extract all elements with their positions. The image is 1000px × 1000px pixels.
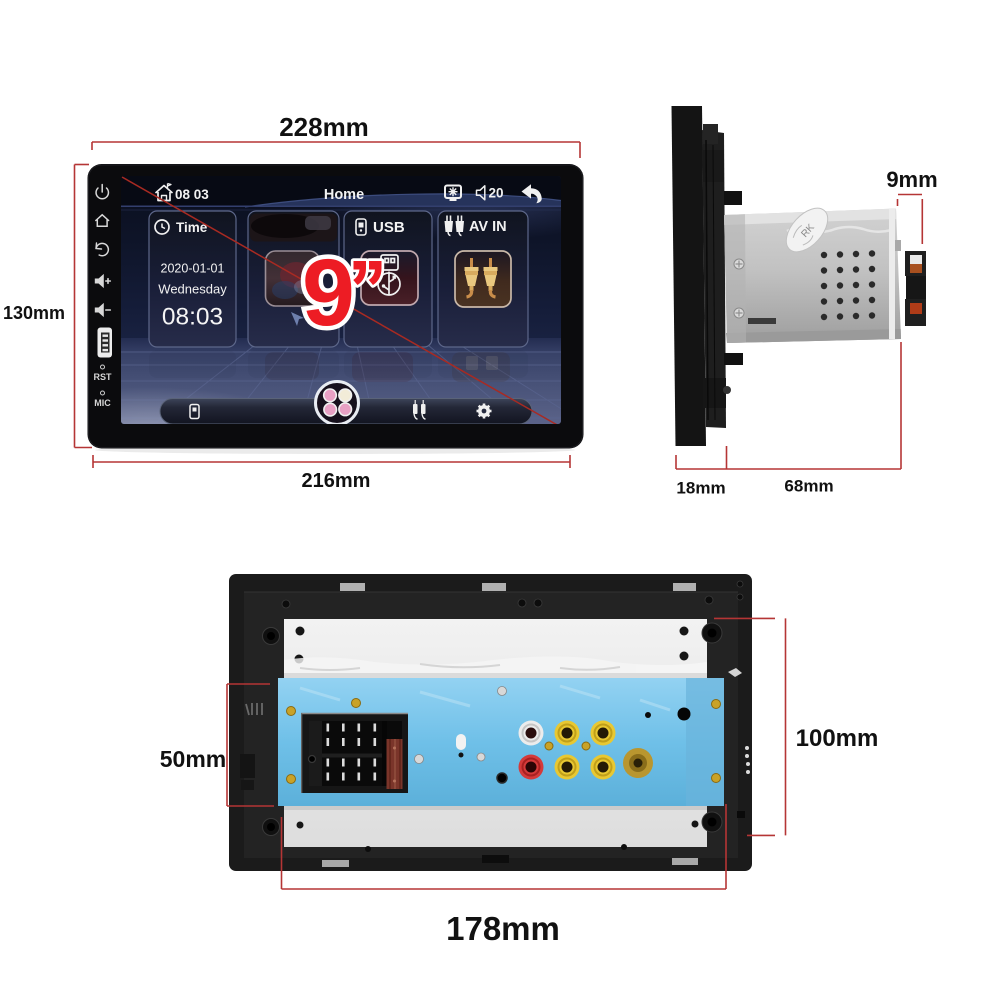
- svg-text:100mm: 100mm: [796, 725, 879, 752]
- svg-text:50mm: 50mm: [160, 746, 226, 772]
- svg-text:9: 9: [302, 240, 355, 346]
- svg-text:18mm: 18mm: [676, 479, 725, 498]
- svg-text:Time: Time: [176, 220, 208, 235]
- svg-text:AV IN: AV IN: [469, 219, 507, 235]
- svg-text:9mm: 9mm: [886, 167, 937, 192]
- svg-text:216mm: 216mm: [302, 470, 371, 492]
- svg-text:228mm: 228mm: [279, 112, 369, 142]
- svg-text:2020-01-01: 2020-01-01: [161, 262, 225, 276]
- svg-text:68mm: 68mm: [784, 477, 833, 496]
- svg-text:RST: RST: [94, 372, 113, 382]
- svg-text:08:03: 08:03: [162, 304, 223, 331]
- svg-text:178mm: 178mm: [446, 910, 560, 947]
- svg-text:USB: USB: [373, 219, 405, 236]
- svg-text:MIC: MIC: [94, 398, 111, 408]
- svg-text:20: 20: [489, 186, 504, 201]
- svg-text:Home: Home: [324, 187, 364, 203]
- svg-text:Wednesday: Wednesday: [158, 282, 227, 297]
- svg-text:08 03: 08 03: [175, 187, 209, 202]
- svg-text:130mm: 130mm: [3, 303, 65, 323]
